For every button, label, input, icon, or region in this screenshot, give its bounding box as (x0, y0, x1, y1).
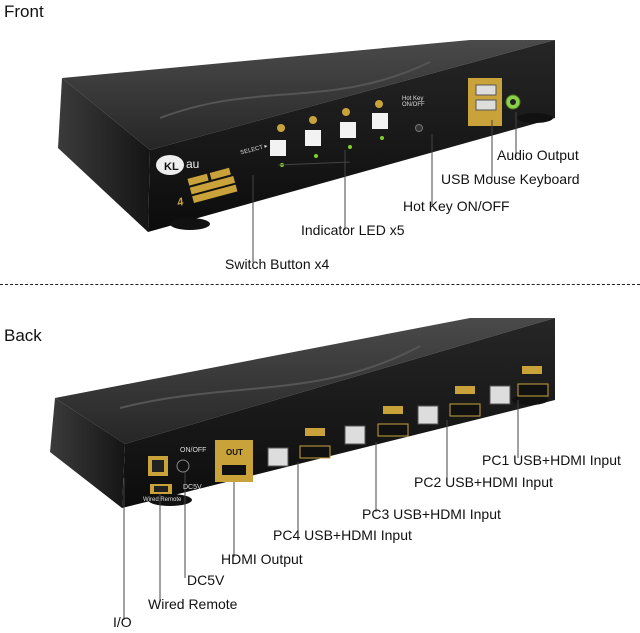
audio-output-jack (505, 94, 521, 110)
callout-dc5v: DC5V (187, 572, 225, 588)
callout-switch-button: Switch Button x4 (225, 256, 330, 272)
back-kvm-switch (50, 318, 555, 508)
wired-remote-print: Wired Remote (143, 497, 182, 503)
callout-wired-remote: Wired Remote (148, 596, 238, 612)
pc3-ports (344, 406, 409, 445)
section-divider (0, 284, 640, 285)
wired-remote-port (150, 484, 172, 494)
back-leader-lines (123, 400, 519, 620)
usb-keyboard-mouse-ports (468, 78, 502, 126)
hotkey-led (415, 124, 423, 132)
callout-indicator-led: Indicator LED x5 (301, 222, 405, 238)
switch-button-2[interactable] (305, 116, 321, 158)
callout-audio-output: Audio Output (497, 147, 579, 163)
callout-pc4: PC4 USB+HDMI Input (273, 527, 412, 543)
svg-text:4: 4 (175, 196, 185, 209)
svg-text:KL: KL (164, 161, 179, 173)
front-kvm-switch: KL au 4 (58, 40, 555, 232)
hotkey-print: Hot Key ON/OFF (402, 96, 425, 108)
dc-power-jack (176, 459, 190, 473)
callout-pc3: PC3 USB+HDMI Input (362, 506, 501, 522)
on-off-print: ON/OFF (180, 447, 207, 454)
switch-button-4[interactable] (372, 100, 388, 140)
front-leader-lines (252, 112, 517, 262)
switch-button-3[interactable] (340, 108, 356, 149)
callout-hdmi-output: HDMI Output (221, 551, 303, 567)
back-section-title: Back (4, 326, 42, 345)
dc5v-print: DC5V (183, 484, 202, 491)
model-label: 4 (175, 167, 238, 209)
front-section-title: Front (4, 2, 44, 21)
switch-button-1[interactable] (270, 124, 286, 167)
brand-logo: KL au (156, 155, 199, 175)
callout-pc2: PC2 USB+HDMI Input (414, 474, 553, 490)
callout-io: I/O (113, 614, 132, 630)
pc1-ports (489, 366, 549, 405)
hdmi-output-port (215, 440, 253, 482)
pc4-ports (267, 428, 331, 467)
power-switch[interactable] (148, 456, 168, 476)
callout-hot-key: Hot Key ON/OFF (403, 198, 510, 214)
callout-pc1: PC1 USB+HDMI Input (482, 452, 621, 468)
svg-text:au: au (186, 157, 199, 171)
pc2-ports (417, 386, 481, 425)
callout-usb-mouse-keyboard: USB Mouse Keyboard (441, 171, 580, 187)
out-print: OUT (226, 448, 243, 457)
